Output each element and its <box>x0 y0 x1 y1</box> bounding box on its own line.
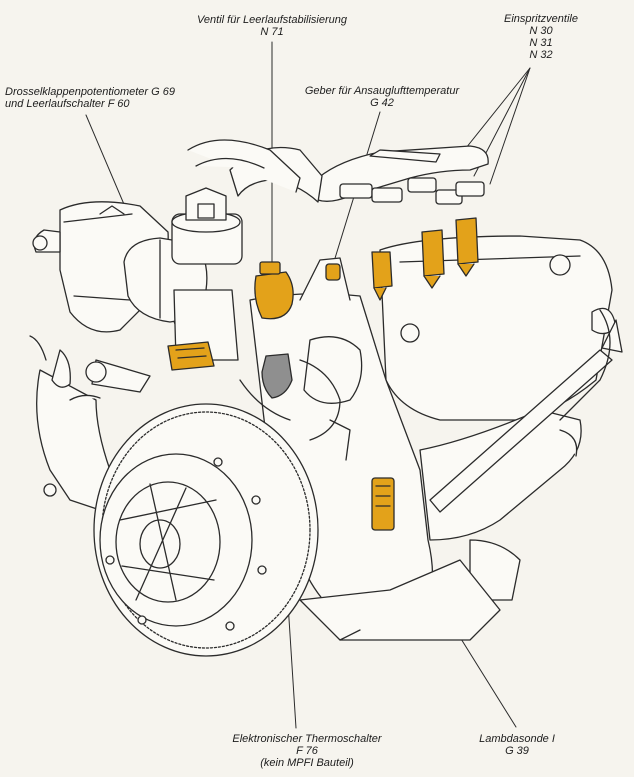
label-thermo-switch: Elektronischer Thermoschalter F 76 (kein… <box>226 733 388 769</box>
flywheel <box>93 403 319 657</box>
lambda-part <box>371 477 395 531</box>
label-injectors: Einspritzventile N 30 N 31 N 32 <box>498 13 584 61</box>
exhaust-pipe <box>419 319 623 601</box>
label-injectors-line3: N 31 <box>529 37 553 49</box>
crankcase <box>29 335 151 511</box>
label-lambda-line1: Lambdasonde I <box>479 733 555 745</box>
thermo-switch-part <box>261 353 293 399</box>
label-injectors-line4: N 32 <box>529 49 553 61</box>
label-intake-temp: Geber für Ansauglufttemperatur G 42 <box>296 85 468 109</box>
label-injectors-line1: Einspritzventile <box>504 13 578 25</box>
label-throttle-line2: und Leerlaufschalter F 60 <box>5 98 130 110</box>
label-thermo-switch-line3: (kein MPFI Bauteil) <box>260 757 354 769</box>
label-intake-temp-line2: G 42 <box>370 97 394 109</box>
throttle-switch-part <box>167 341 215 371</box>
label-thermo-switch-line2: F 76 <box>296 745 318 757</box>
hoses <box>239 309 611 441</box>
injector-parts <box>371 217 479 301</box>
label-idle-valve: Ventil für Leerlaufstabilisierung N 71 <box>186 14 358 38</box>
label-throttle: Drosselklappenpotentiometer G 69 und Lee… <box>5 86 175 110</box>
label-intake-temp-line1: Geber für Ansauglufttemperatur <box>304 85 460 97</box>
label-injectors-line2: N 30 <box>529 25 553 37</box>
intake-temp-part <box>325 263 341 281</box>
label-idle-valve-line2: N 71 <box>260 26 284 38</box>
label-thermo-switch-line1: Elektronischer Thermoschalter <box>232 733 382 745</box>
label-lambda-line2: G 39 <box>505 745 529 757</box>
label-throttle-line1: Drosselklappenpotentiometer G 69 <box>5 86 175 98</box>
throttle-body <box>123 187 243 361</box>
leader-injector-3 <box>489 67 531 185</box>
label-lambda: Lambdasonde I G 39 <box>476 733 558 757</box>
fuel-rail <box>187 139 489 205</box>
label-idle-valve-line1: Ventil für Leerlaufstabilisierung <box>196 14 347 26</box>
cylinder-head <box>379 235 617 421</box>
idle-valve-part <box>254 261 294 320</box>
oil-pan <box>299 559 501 641</box>
